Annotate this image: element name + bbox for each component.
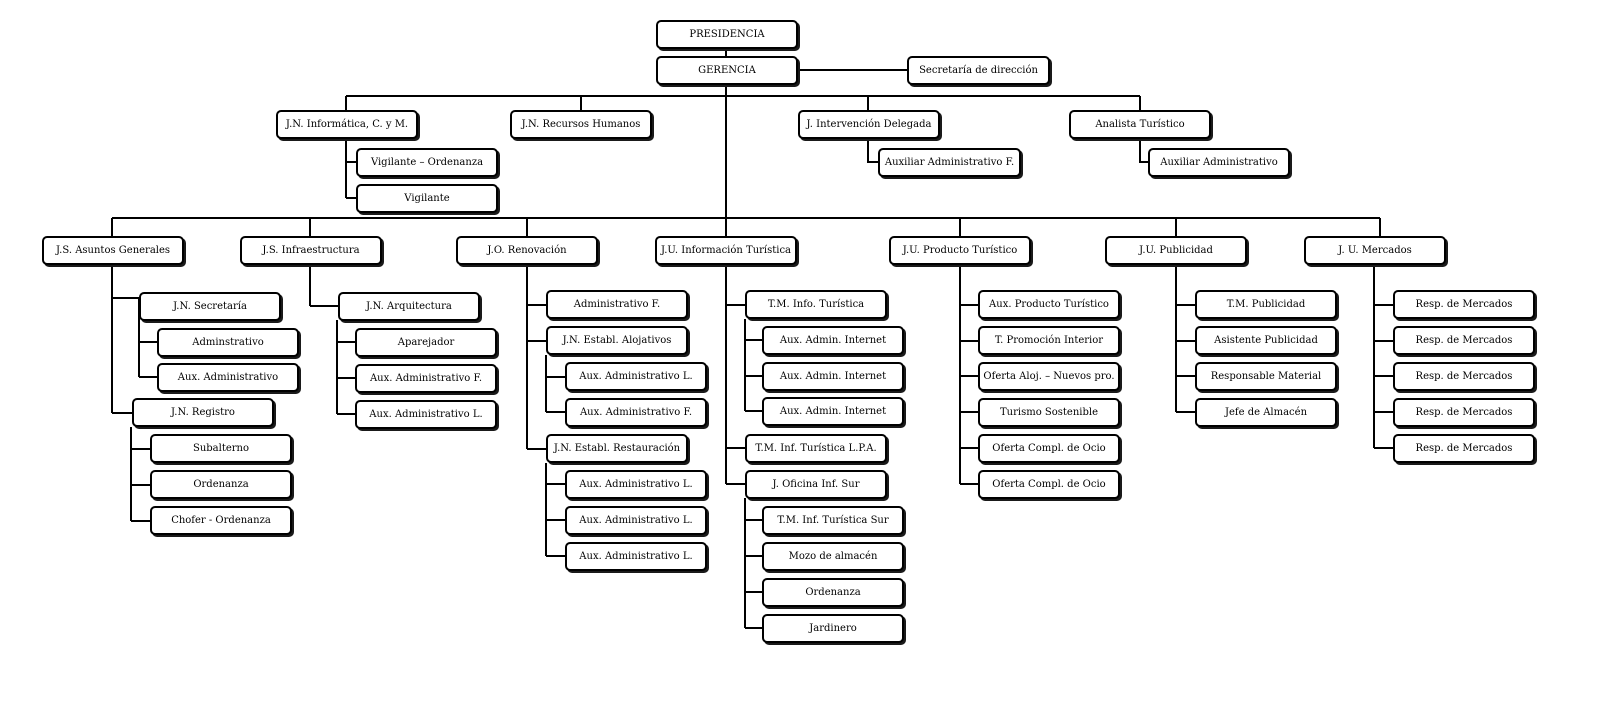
node-aux-admin-internet: Aux. Admin. Internet	[762, 397, 904, 426]
node-chofer-ordenanza: Chofer - Ordenanza	[150, 506, 292, 535]
node-jn-registro: J.N. Registro	[132, 398, 274, 427]
node-adminstrativo: Adminstrativo	[157, 328, 299, 357]
node-aux-administrativo: Aux. Administrativo	[157, 363, 299, 392]
node-jn-establ-alojativos: J.N. Establ. Alojativos	[546, 326, 688, 355]
node-jn-establ-restauracion: J.N. Establ. Restauración	[546, 434, 688, 463]
node-jn-secretaria: J.N. Secretaría	[139, 292, 281, 321]
node-j-intervencion-delegada: J. Intervención Delegada	[798, 110, 940, 139]
node-aparejador: Aparejador	[355, 328, 497, 357]
node-js-asuntos-generales: J.S. Asuntos Generales	[42, 236, 184, 265]
node-jn-recursos-humanos: J.N. Recursos Humanos	[510, 110, 652, 139]
node-vigilante-ordenanza: Vigilante – Ordenanza	[356, 148, 498, 177]
node-administrativo-f: Administrativo F.	[546, 290, 688, 319]
node-resp-de-mercados: Resp. de Mercados	[1393, 290, 1535, 319]
node-tm-info-turistica: T.M. Info. Turística	[745, 290, 887, 319]
node-oferta-compl-ocio: Oferta Compl. de Ocio	[978, 470, 1120, 499]
node-asistente-publicidad: Asistente Publicidad	[1195, 326, 1337, 355]
node-aux-administrativo-l: Aux. Administrativo L.	[565, 506, 707, 535]
node-tm-publicidad: T.M. Publicidad	[1195, 290, 1337, 319]
node-gerencia: GERENCIA	[656, 56, 798, 85]
node-ju-producto-turistico: J.U. Producto Turístico	[889, 236, 1031, 265]
node-resp-de-mercados: Resp. de Mercados	[1393, 362, 1535, 391]
node-aux-administrativo-l: Aux. Administrativo L.	[565, 542, 707, 571]
node-aux-administrativo-l: Aux. Administrativo L.	[565, 470, 707, 499]
node-j-oficina-inf-sur: J. Oficina Inf. Sur	[745, 470, 887, 499]
node-secretaria-direccion: Secretaría de dirección	[907, 56, 1050, 85]
node-aux-admin-internet: Aux. Admin. Internet	[762, 362, 904, 391]
node-ordenanza: Ordenanza	[150, 470, 292, 499]
node-resp-de-mercados: Resp. de Mercados	[1393, 398, 1535, 427]
node-aux-admin-internet: Aux. Admin. Internet	[762, 326, 904, 355]
node-jo-renovacion: J.O. Renovación	[456, 236, 598, 265]
node-vigilante: Vigilante	[356, 184, 498, 213]
node-resp-de-mercados: Resp. de Mercados	[1393, 434, 1535, 463]
node-presidencia: PRESIDENCIA	[656, 20, 798, 49]
node-ju-publicidad: J.U. Publicidad	[1105, 236, 1247, 265]
node-aux-administrativo-f: Aux. Administrativo F.	[355, 364, 497, 393]
node-mozo-de-almacen: Mozo de almacén	[762, 542, 904, 571]
node-jn-informatica: J.N. Informática, C. y M.	[276, 110, 418, 139]
node-t-promocion-interior: T. Promoción Interior	[978, 326, 1120, 355]
node-auxiliar-administrativo-f: Auxiliar Administrativo F.	[878, 148, 1021, 177]
node-jefe-de-almacen: Jefe de Almacén	[1195, 398, 1337, 427]
node-tm-inf-turistica-lpa: T.M. Inf. Turística L.P.A.	[745, 434, 887, 463]
node-analista-turistico: Analista Turístico	[1069, 110, 1211, 139]
node-aux-producto-turistico: Aux. Producto Turístico	[978, 290, 1120, 319]
node-resp-de-mercados: Resp. de Mercados	[1393, 326, 1535, 355]
node-subalterno: Subalterno	[150, 434, 292, 463]
node-jn-arquitectura: J.N. Arquitectura	[338, 292, 480, 321]
node-aux-administrativo-l: Aux. Administrativo L.	[355, 400, 497, 429]
node-jardinero: Jardinero	[762, 614, 904, 643]
node-js-infraestructura: J.S. Infraestructura	[240, 236, 382, 265]
node-turismo-sostenible: Turismo Sostenible	[978, 398, 1120, 427]
node-ju-informacion-turistica: J.U. Información Turística	[655, 236, 797, 265]
node-ju-mercados: J. U. Mercados	[1304, 236, 1446, 265]
node-oferta-aloj-nuevos: Oferta Aloj. – Nuevos pro.	[978, 362, 1120, 391]
node-aux-administrativo-f: Aux. Administrativo F.	[565, 398, 707, 427]
node-auxiliar-administrativo: Auxiliar Administrativo	[1148, 148, 1290, 177]
node-ordenanza: Ordenanza	[762, 578, 904, 607]
node-aux-administrativo-l: Aux. Administrativo L.	[565, 362, 707, 391]
node-tm-inf-turistica-sur: T.M. Inf. Turística Sur	[762, 506, 904, 535]
node-oferta-compl-ocio: Oferta Compl. de Ocio	[978, 434, 1120, 463]
node-responsable-material: Responsable Material	[1195, 362, 1337, 391]
